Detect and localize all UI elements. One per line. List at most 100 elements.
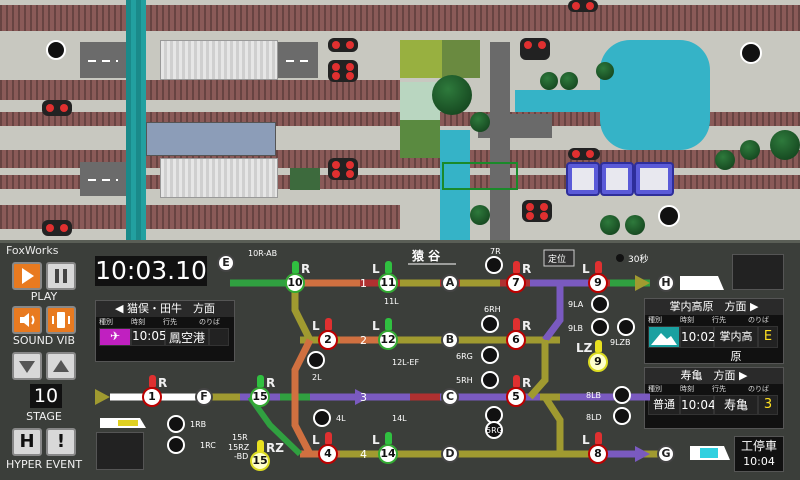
station-platform-outline bbox=[442, 162, 518, 190]
signal-lamp bbox=[513, 318, 520, 330]
railway-map bbox=[0, 0, 800, 240]
signal-5[interactable]: 5 bbox=[506, 387, 526, 407]
manual-label[interactable]: 定位 bbox=[548, 253, 566, 265]
tree bbox=[470, 112, 490, 132]
hyper-button[interactable]: H bbox=[12, 428, 42, 456]
board-direction: 寿亀 方面 ▶ bbox=[645, 368, 783, 384]
point-switch-icon[interactable] bbox=[485, 421, 503, 439]
depot-shed bbox=[160, 40, 278, 80]
stage-down-button[interactable] bbox=[12, 352, 42, 380]
signal-icon bbox=[42, 100, 72, 116]
point-switch-icon[interactable] bbox=[307, 351, 325, 369]
mountain-icon bbox=[648, 326, 680, 348]
train-car[interactable] bbox=[566, 162, 600, 196]
signal-6[interactable]: 6 bbox=[506, 330, 526, 350]
train-car[interactable] bbox=[600, 162, 634, 196]
point-switch-icon[interactable] bbox=[167, 415, 185, 433]
signal-11[interactable]: 11 bbox=[378, 273, 398, 293]
signal-9[interactable]: 9 bbox=[588, 273, 608, 293]
point-switch-icon[interactable] bbox=[481, 371, 499, 389]
track-letter-d[interactable]: D bbox=[441, 445, 459, 463]
signal-10[interactable]: 10 bbox=[285, 273, 305, 293]
point-switch-icon[interactable] bbox=[481, 346, 499, 364]
board-direction: ◀ 猫俣・田牛 方面 bbox=[96, 301, 234, 317]
train-time: 10:02 bbox=[680, 326, 716, 348]
track-number: 3 bbox=[360, 391, 367, 404]
board-row: 10:02 掌内高原 E bbox=[645, 325, 783, 363]
track-letter-g[interactable]: G bbox=[657, 445, 675, 463]
depot-shed bbox=[160, 158, 278, 198]
point-label: 11L bbox=[384, 297, 399, 306]
stage-label: STAGE bbox=[26, 410, 62, 423]
point-label: -BD bbox=[234, 452, 248, 461]
vibration-icon bbox=[52, 312, 70, 328]
pause-icon bbox=[55, 269, 67, 283]
point-switch-icon[interactable] bbox=[313, 409, 331, 427]
signal-lamp bbox=[257, 375, 264, 387]
entry-box-h bbox=[732, 254, 784, 290]
signal-lamp bbox=[595, 432, 602, 444]
point-label: 8LB bbox=[586, 391, 601, 400]
parking-lot bbox=[278, 42, 318, 78]
track-letter-f[interactable]: F bbox=[195, 388, 213, 406]
point-switch-icon[interactable] bbox=[485, 406, 503, 424]
point-switch-icon[interactable] bbox=[617, 318, 635, 336]
sound-button[interactable] bbox=[12, 306, 42, 334]
tree bbox=[560, 72, 578, 90]
signal-14[interactable]: 14 bbox=[378, 444, 398, 464]
track-letter-c[interactable]: C bbox=[441, 388, 459, 406]
signal-icon bbox=[522, 200, 552, 222]
track-letter-h[interactable]: H bbox=[657, 274, 675, 292]
point-switch-icon[interactable] bbox=[613, 386, 631, 404]
signal-8[interactable]: 8 bbox=[588, 444, 608, 464]
crop-field bbox=[400, 120, 440, 158]
signal-icon bbox=[520, 38, 550, 60]
tree bbox=[770, 130, 800, 160]
play-button[interactable] bbox=[12, 262, 42, 290]
vibration-button[interactable] bbox=[46, 306, 76, 334]
signal-lamp bbox=[595, 340, 602, 352]
timer-label: 30秒 bbox=[628, 253, 648, 265]
hyper-event-label: HYPER EVENT bbox=[5, 458, 83, 471]
point-label: 14L bbox=[392, 414, 407, 423]
signal-icon bbox=[568, 148, 600, 160]
signal-icon bbox=[328, 158, 358, 180]
route-arrow-icon bbox=[355, 389, 370, 405]
track-letter-b[interactable]: B bbox=[441, 331, 459, 349]
pause-button[interactable] bbox=[46, 262, 76, 290]
signal-2[interactable]: 2 bbox=[318, 330, 338, 350]
signal-15[interactable]: 15 bbox=[250, 387, 270, 407]
signal-12[interactable]: 12 bbox=[378, 330, 398, 350]
train-time: 10:05 bbox=[131, 328, 167, 346]
point-switch-icon[interactable] bbox=[167, 436, 185, 454]
point-switch-icon[interactable] bbox=[481, 315, 499, 333]
track-letter-e[interactable]: E bbox=[217, 254, 235, 272]
signal-15-rz[interactable]: 15 bbox=[250, 451, 270, 471]
signal-lamp bbox=[595, 261, 602, 273]
lake bbox=[600, 40, 710, 150]
point-label: 1RC bbox=[200, 441, 216, 450]
signal-1[interactable]: 1 bbox=[142, 387, 162, 407]
point-label: 9LZB bbox=[610, 338, 631, 347]
signal-9-lz[interactable]: 9 bbox=[588, 352, 608, 372]
departure-board-east-2: 寿亀 方面 ▶ 種別 時刻 行先 のりば 普通 10:04 寿亀 3 bbox=[644, 367, 784, 429]
point-switch-icon[interactable] bbox=[485, 256, 503, 274]
train-destination: 鳳空港 bbox=[165, 328, 209, 346]
point-label: 10R-AB bbox=[248, 249, 277, 258]
signal-7[interactable]: 7 bbox=[506, 273, 526, 293]
signal-4[interactable]: 4 bbox=[318, 444, 338, 464]
train-icon[interactable] bbox=[680, 276, 724, 290]
game-clock: 10:03.10 bbox=[95, 256, 207, 286]
stage-up-button[interactable] bbox=[46, 352, 76, 380]
tree bbox=[470, 205, 490, 225]
event-button[interactable]: ! bbox=[46, 428, 76, 456]
point-switch-icon[interactable] bbox=[591, 295, 609, 313]
point-switch-icon[interactable] bbox=[591, 318, 609, 336]
play-icon bbox=[22, 268, 34, 284]
point-switch-icon[interactable] bbox=[613, 407, 631, 425]
triangle-up-icon bbox=[53, 360, 69, 372]
parking-lot bbox=[80, 42, 126, 78]
track-letter-a[interactable]: A bbox=[441, 274, 459, 292]
track-number: 2 bbox=[360, 334, 367, 347]
train-car[interactable] bbox=[634, 162, 674, 196]
